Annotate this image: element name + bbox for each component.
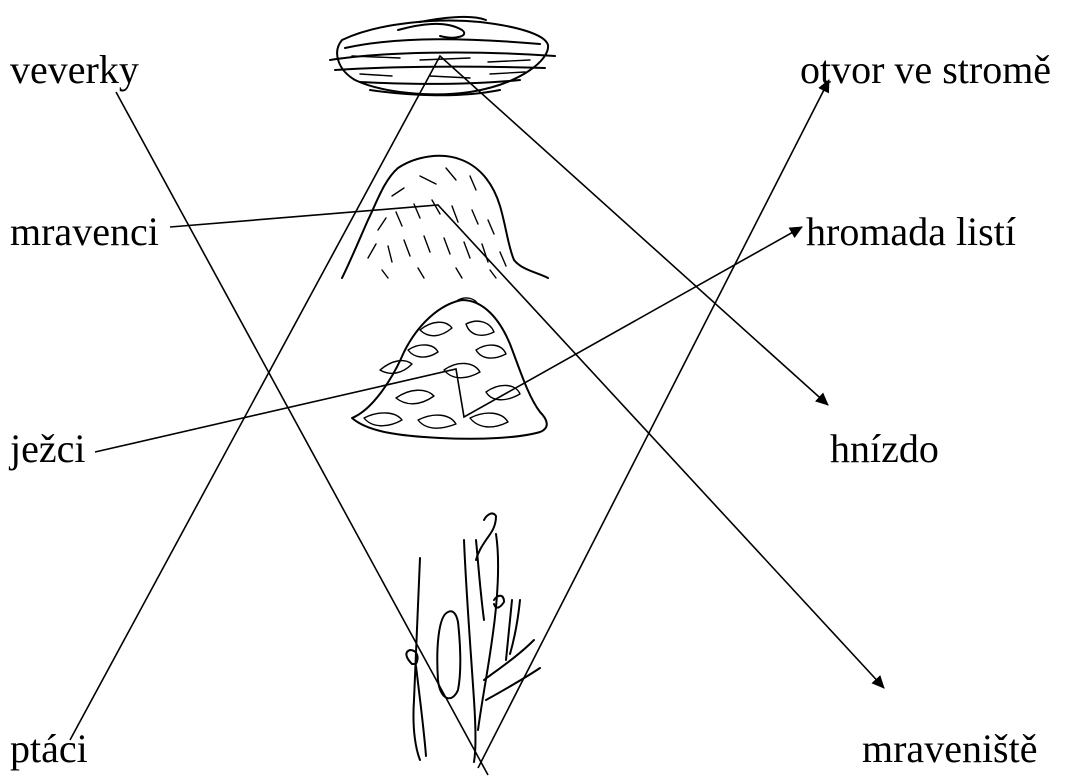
connector-ants — [170, 205, 884, 688]
connector-birds — [70, 56, 828, 740]
connector-tree-hole — [478, 80, 829, 768]
connector-squirrels — [116, 92, 488, 775]
